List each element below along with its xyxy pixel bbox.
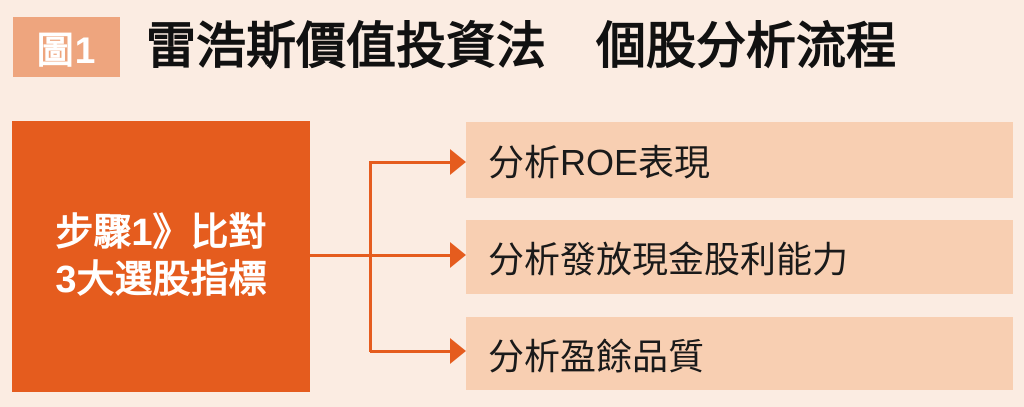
analysis-box-roe: 分析ROE表現 <box>466 122 1013 198</box>
figure-number-badge: 圖1 <box>13 17 120 77</box>
step-box: 步驟1》比對 3大選股指標 <box>12 121 310 392</box>
analysis-box-dividend: 分析發放現金股利能力 <box>466 220 1013 294</box>
analysis-box-label: 分析發放現金股利能力 <box>488 239 849 280</box>
figure-title: 雷浩斯價值投資法 個股分析流程 <box>146 18 896 74</box>
step-box-line1: 步驟1》比對 <box>55 211 267 254</box>
step-box-line2: 3大選股指標 <box>55 258 267 301</box>
connector-line-middle <box>310 254 451 257</box>
arrowhead-icon <box>450 242 466 268</box>
analysis-box-label: 分析ROE表現 <box>488 142 711 183</box>
analysis-box-label: 分析盈餘品質 <box>488 335 705 377</box>
analysis-box-earnings-quality: 分析盈餘品質 <box>466 317 1013 390</box>
arrowhead-icon <box>450 149 466 175</box>
connector-line-vertical <box>369 161 372 352</box>
connector-line-top <box>370 161 451 164</box>
arrowhead-icon <box>450 338 466 364</box>
connector-line-bottom <box>370 350 451 353</box>
